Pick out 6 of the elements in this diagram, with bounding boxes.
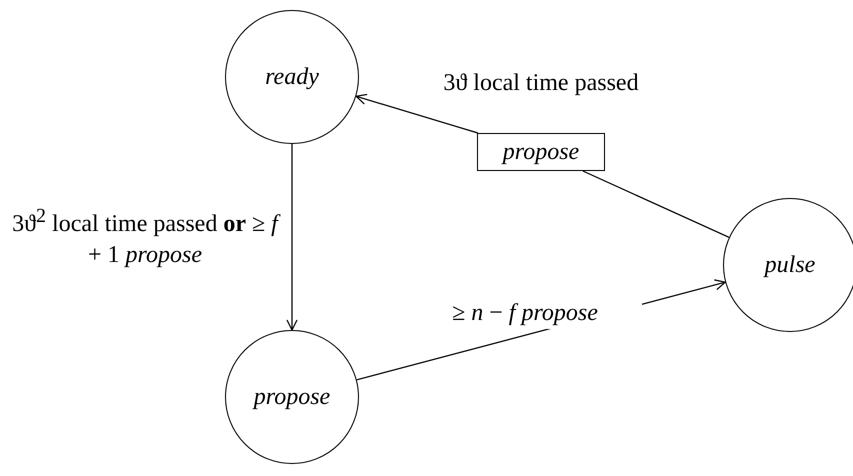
state-circle: ready bbox=[225, 10, 359, 144]
state-circle: pulse bbox=[723, 198, 853, 332]
arrow bbox=[286, 144, 298, 331]
arrow bbox=[356, 94, 478, 134]
message-box: propose bbox=[477, 133, 605, 171]
state-circle: propose bbox=[225, 330, 359, 464]
